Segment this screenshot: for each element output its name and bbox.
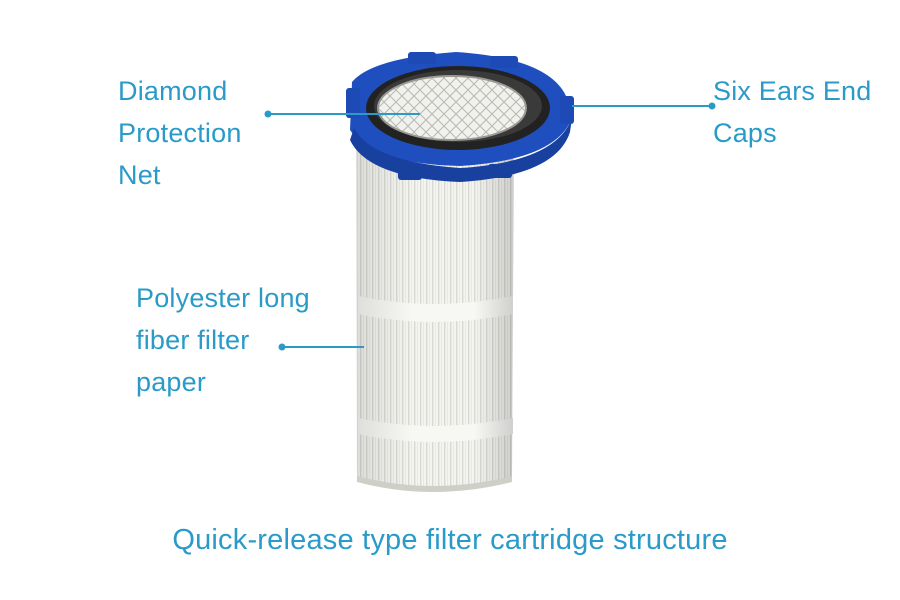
callout-line: Protection bbox=[118, 118, 242, 148]
figure-caption: Quick-release type filter cartridge stru… bbox=[172, 524, 728, 556]
callout-line: Polyester long bbox=[136, 283, 310, 313]
leader-dot-icon bbox=[278, 343, 286, 351]
leader-lines bbox=[264, 102, 716, 351]
diamond-protection-net bbox=[378, 76, 526, 140]
callout-line: Net bbox=[118, 160, 161, 190]
callout-line: fiber filter bbox=[136, 325, 250, 355]
callout-line: Caps bbox=[713, 118, 777, 148]
callout-polyester: Polyester long fiber filter paper bbox=[136, 277, 310, 403]
callout-diamond-net: Diamond Protection Net bbox=[118, 70, 242, 196]
callout-line: paper bbox=[136, 367, 207, 397]
leader-dot-icon bbox=[264, 110, 272, 118]
six-ears-end-cap bbox=[346, 52, 574, 182]
callout-line: Six Ears End bbox=[713, 76, 872, 106]
callout-line: Diamond bbox=[118, 76, 228, 106]
leader-dot-icon bbox=[708, 102, 716, 110]
filter-paper-body bbox=[356, 118, 514, 492]
callout-six-ears: Six Ears End Caps bbox=[713, 70, 871, 154]
